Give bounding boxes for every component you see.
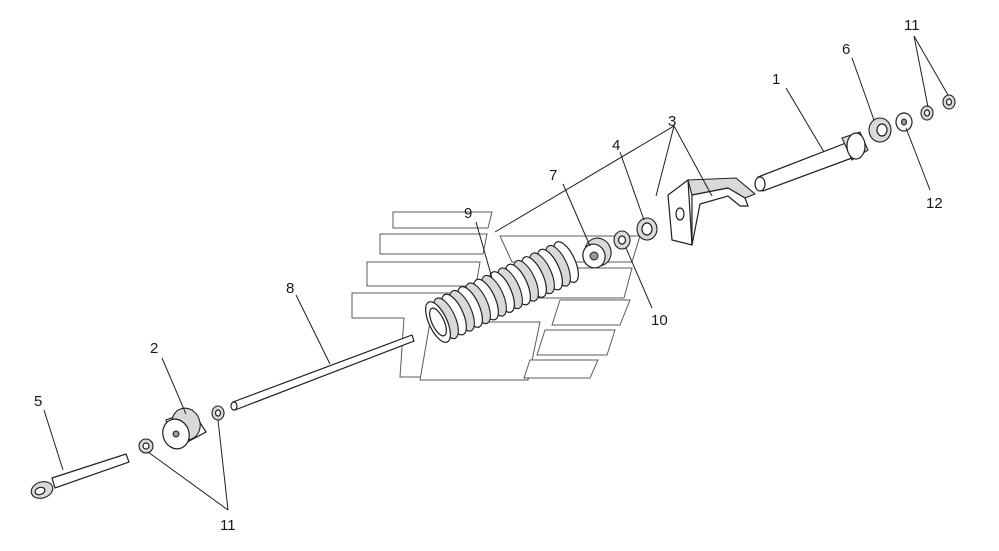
- nut-lower-left: [138, 438, 154, 454]
- washer-4: [636, 217, 658, 241]
- bracket: [667, 177, 757, 246]
- hex-bolt: [754, 131, 869, 192]
- nut-upper-right-2: [942, 94, 956, 110]
- callout-8: 8: [286, 280, 294, 297]
- callout-11-lower: 11: [220, 517, 236, 534]
- callout-3: 3: [668, 113, 676, 130]
- callout-4: 4: [612, 137, 620, 154]
- thick-washer-6: [868, 117, 892, 143]
- callout-12: 12: [926, 195, 943, 212]
- callout-6: 6: [842, 41, 850, 58]
- nut-upper-right-1: [920, 105, 934, 121]
- callouts: 1 2 3 4 5 6 7 8 9 10 11 11 12: [34, 17, 943, 534]
- callout-11-upper: 11: [904, 17, 920, 34]
- callout-10: 10: [651, 312, 668, 329]
- callout-2: 2: [150, 340, 158, 357]
- bushing: [162, 407, 207, 450]
- flat-washer-12: [895, 112, 913, 132]
- spring-cup: [582, 237, 612, 269]
- leader-lines: [43, 35, 949, 511]
- long-rod: [230, 334, 415, 411]
- compression-spring: [425, 241, 579, 343]
- callout-9: 9: [464, 205, 472, 222]
- callout-7: 7: [549, 167, 557, 184]
- eye-bolt: [30, 453, 130, 499]
- callout-1: 1: [772, 71, 780, 88]
- spring-bore: [429, 307, 447, 337]
- callout-5: 5: [34, 393, 42, 410]
- nut-middle-left: [211, 405, 225, 421]
- nut-10: [613, 230, 631, 250]
